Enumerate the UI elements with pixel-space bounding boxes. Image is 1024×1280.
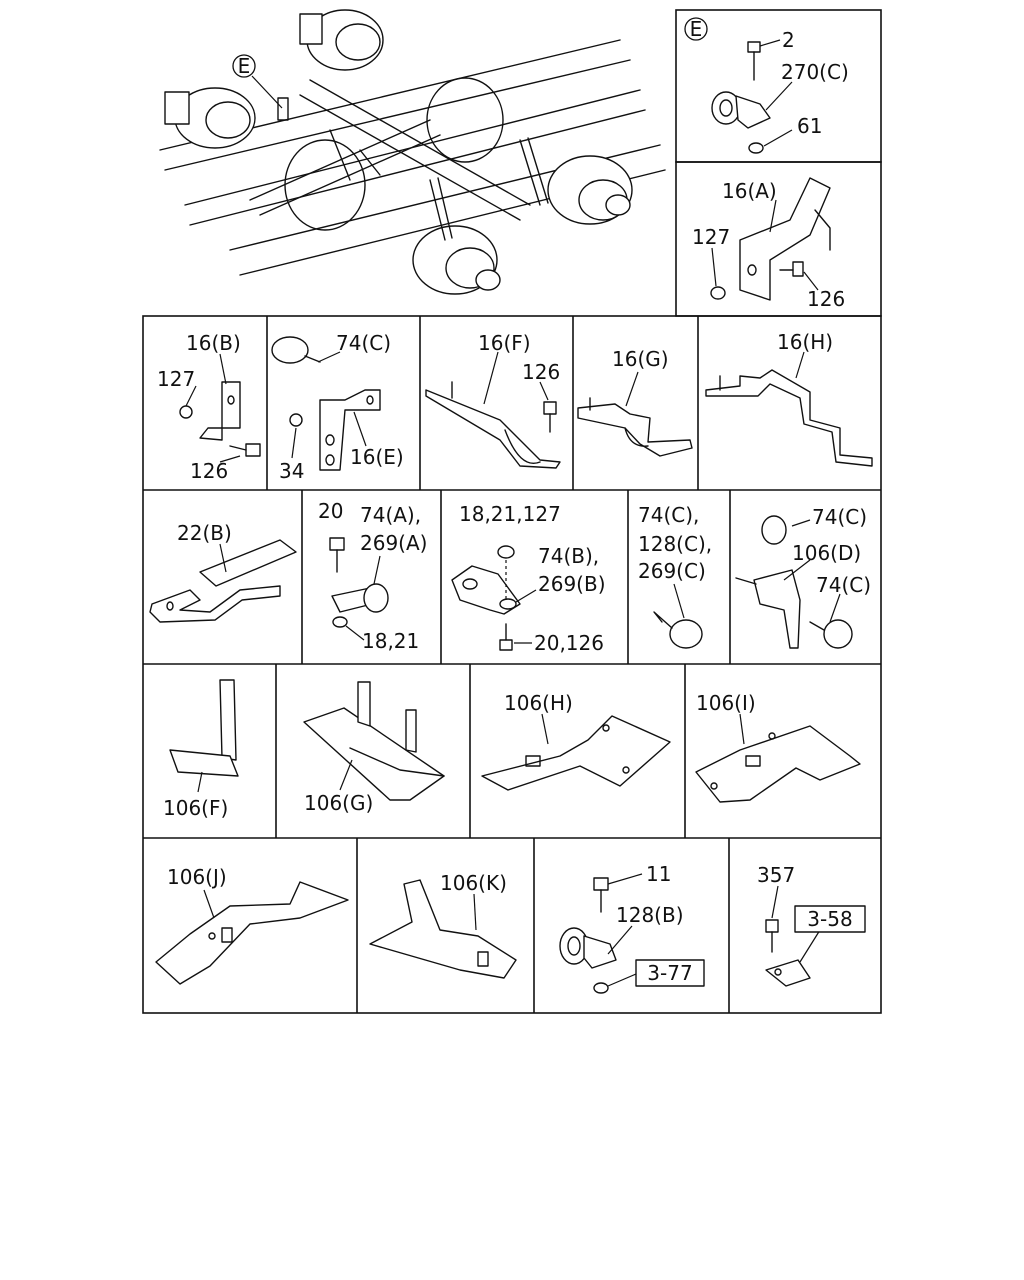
clamp-band-icon [653, 611, 703, 649]
label-128c: 128(C), [638, 532, 712, 556]
bolt-icon [779, 261, 804, 277]
label-106g: 106(G) [304, 791, 373, 815]
label-270c: 270(C) [781, 60, 849, 84]
label-61: 61 [797, 114, 822, 138]
label-127: 127 [692, 225, 730, 249]
wheel-hub [164, 87, 256, 149]
label-16e: 16(E) [350, 445, 404, 469]
label-126: 126 [522, 360, 560, 384]
label-269c: 269(C) [638, 559, 706, 583]
panel-grid [142, 9, 882, 1014]
bolt-icon [543, 401, 557, 433]
nut-icon [497, 545, 515, 559]
label-16h: 16(H) [777, 330, 833, 354]
label-74c: 74(C), [638, 503, 699, 527]
panel-16g: 16(G) [577, 347, 693, 457]
label-106f: 106(F) [163, 796, 228, 820]
clamp-band-icon [271, 336, 321, 364]
label-74c: 74(C) [336, 331, 391, 355]
nut-icon [332, 616, 348, 628]
panel-16h: 16(H) [705, 330, 873, 467]
label-128b: 128(B) [616, 903, 684, 927]
label-106j: 106(J) [167, 865, 227, 889]
nut-icon [593, 982, 609, 994]
panel-22b: 22(B) [149, 521, 297, 623]
nut-icon [710, 286, 726, 300]
panel-106d: 74(C) 106(D) 74(C) [735, 505, 871, 649]
panel-11-128b: 11 128(B) 3-77 [559, 862, 705, 994]
label-11: 11 [646, 862, 671, 886]
label-74c-top: 74(C) [812, 505, 867, 529]
panel-357: 357 3-58 [757, 863, 866, 987]
label-16g: 16(G) [612, 347, 669, 371]
panel-106g: 106(G) [303, 681, 445, 815]
bolt-icon [765, 919, 779, 953]
callout-e-label: E [238, 54, 251, 78]
panel-16a: 16(A) 127 126 [692, 177, 845, 311]
panel-e-marker-label: E [690, 17, 703, 41]
axle-assembly-illustration [159, 9, 666, 295]
bolt-icon [593, 877, 609, 913]
label-16a: 16(A) [722, 179, 777, 203]
bolt-icon [499, 623, 513, 651]
label-20-126: 20,126 [534, 631, 604, 655]
label-106k: 106(K) [440, 871, 507, 895]
bolt-icon [747, 41, 761, 81]
callout-e-marker: E [232, 54, 283, 109]
label-74c-bottom: 74(C) [816, 573, 871, 597]
label-106i: 106(I) [696, 691, 756, 715]
panel-106h: 106(H) [481, 691, 671, 791]
wheel-hub [299, 9, 384, 71]
panel-e: E 2 270(C) 61 [684, 17, 849, 154]
reference-box [635, 959, 705, 987]
panel-74c-clamp: 74(C), 128(C), 269(C) [638, 503, 712, 649]
reference-3-77: 3-77 [647, 961, 692, 985]
panel-16b: 16(B) 127 126 [157, 331, 261, 483]
label-74b: 74(B), [538, 544, 599, 568]
label-34: 34 [279, 459, 304, 483]
panel-74b: 18,21,127 74(B), 269(B) 20,126 [451, 502, 606, 655]
label-269a: 269(A) [360, 531, 427, 555]
label-16b: 16(B) [186, 331, 241, 355]
nut-icon [748, 142, 764, 154]
wheel-hub [412, 225, 501, 295]
label-18-21: 18,21 [362, 629, 419, 653]
bolt-icon [229, 443, 261, 457]
clamp-band-icon [761, 515, 787, 545]
label-74a: 74(A), [360, 503, 421, 527]
label-106d: 106(D) [792, 541, 861, 565]
panel-106j: 106(J) [155, 865, 349, 985]
label-2: 2 [782, 28, 795, 52]
clamp-band-icon [809, 619, 853, 649]
label-106h: 106(H) [504, 691, 573, 715]
reference-box [794, 905, 866, 933]
panel-74a: 20 74(A), 269(A) 18,21 [318, 499, 427, 653]
label-18-21-127: 18,21,127 [459, 502, 561, 526]
wheel-hub [547, 155, 633, 225]
label-126: 126 [190, 459, 228, 483]
panel-106k: 106(K) [369, 871, 517, 979]
label-22b: 22(B) [177, 521, 232, 545]
label-126: 126 [807, 287, 845, 311]
panel-74c-16e: 74(C) 34 16(E) [271, 331, 404, 483]
nut-icon [289, 413, 303, 427]
label-269b: 269(B) [538, 572, 606, 596]
label-16f: 16(F) [478, 331, 531, 355]
clamp-icon [559, 927, 617, 969]
panel-16f: 16(F) 126 [425, 331, 561, 469]
clamp-icon [711, 91, 771, 129]
label-357: 357 [757, 863, 795, 887]
reference-3-58: 3-58 [807, 907, 852, 931]
panel-106f: 106(F) [163, 679, 239, 820]
panel-106i: 106(I) [695, 691, 861, 803]
bolt-icon [329, 537, 345, 573]
label-20: 20 [318, 499, 343, 523]
label-127: 127 [157, 367, 195, 391]
nut-icon [179, 405, 193, 419]
